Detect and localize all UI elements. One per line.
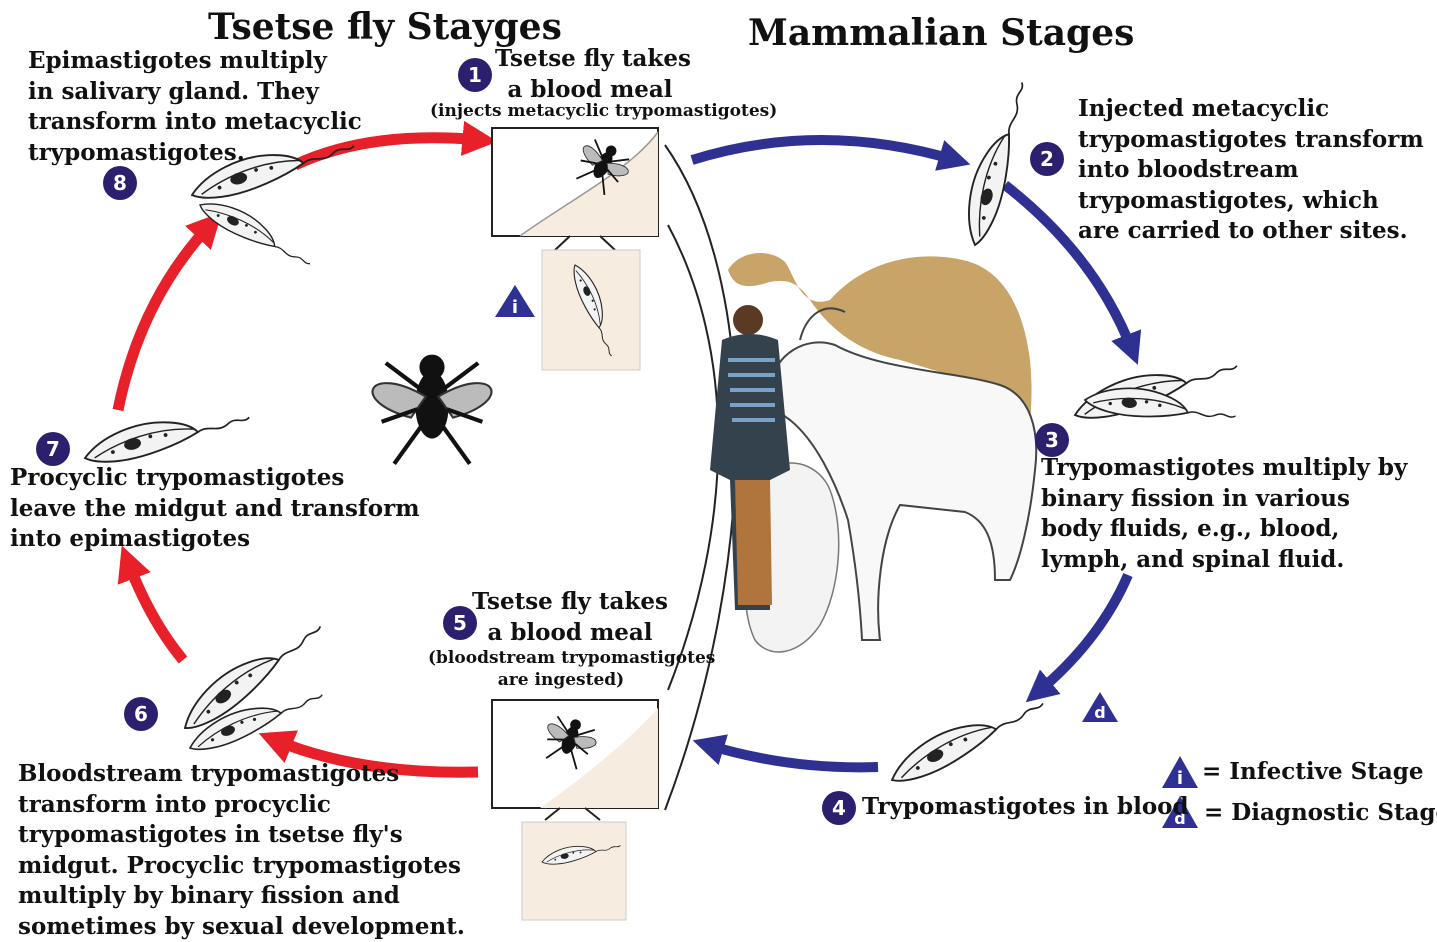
svg-text:i: i bbox=[1177, 768, 1183, 789]
host-animals-illustration bbox=[710, 253, 1036, 652]
stage-triangle-diagnostic: d bbox=[1082, 692, 1118, 722]
fly-cycle-arrows bbox=[118, 138, 480, 772]
inset-bite-1 bbox=[492, 128, 658, 370]
step-badge-6: 6 bbox=[124, 697, 158, 731]
step-badge-7: 7 bbox=[36, 432, 70, 466]
step1-text: Tsetse fly takes a blood meal bbox=[495, 44, 685, 105]
inset-bite-5 bbox=[492, 700, 658, 920]
stage-triangle-infective: i bbox=[495, 285, 535, 318]
step-badge-8: 8 bbox=[103, 166, 137, 200]
step-badge-1: 1 bbox=[458, 58, 492, 92]
legend-infective-label: = Infective Stage bbox=[1202, 757, 1424, 788]
svg-text:i: i bbox=[512, 297, 518, 318]
step4-text: Trypomastigotes in blood bbox=[862, 792, 1189, 823]
step5-note: (bloodstream trypomastigotes are ingeste… bbox=[428, 647, 694, 691]
step6-text: Bloodstream trypomastigotes transform in… bbox=[18, 759, 465, 942]
step2-text: Injected metacyclic trypomastigotes tran… bbox=[1078, 94, 1424, 247]
step-badge-2: 2 bbox=[1030, 142, 1064, 176]
tsetse-fly-icon bbox=[372, 355, 491, 464]
legend-triangle-infective: i bbox=[1162, 756, 1198, 789]
fly-stages-heading: Tsetse fly Stayges bbox=[208, 6, 562, 48]
svg-text:d: d bbox=[1094, 703, 1105, 722]
step8-text: Epimastigotes multiply in salivary gland… bbox=[28, 46, 362, 168]
step5-text: Tsetse fly takes a blood meal bbox=[470, 587, 670, 648]
step-badge-4: 4 bbox=[822, 791, 856, 825]
step7-text: Procyclic trypomastigotes leave the midg… bbox=[10, 463, 420, 555]
step1-note: (injects metacyclic trypomastigotes) bbox=[430, 100, 777, 122]
step3-text: Trypomastigotes multiply by binary fissi… bbox=[1041, 453, 1407, 575]
mammal-stages-heading: Mammalian Stages bbox=[748, 12, 1134, 54]
legend-diagnostic-label: = Diagnostic Stage bbox=[1204, 798, 1437, 829]
step-badge-3: 3 bbox=[1035, 423, 1069, 457]
